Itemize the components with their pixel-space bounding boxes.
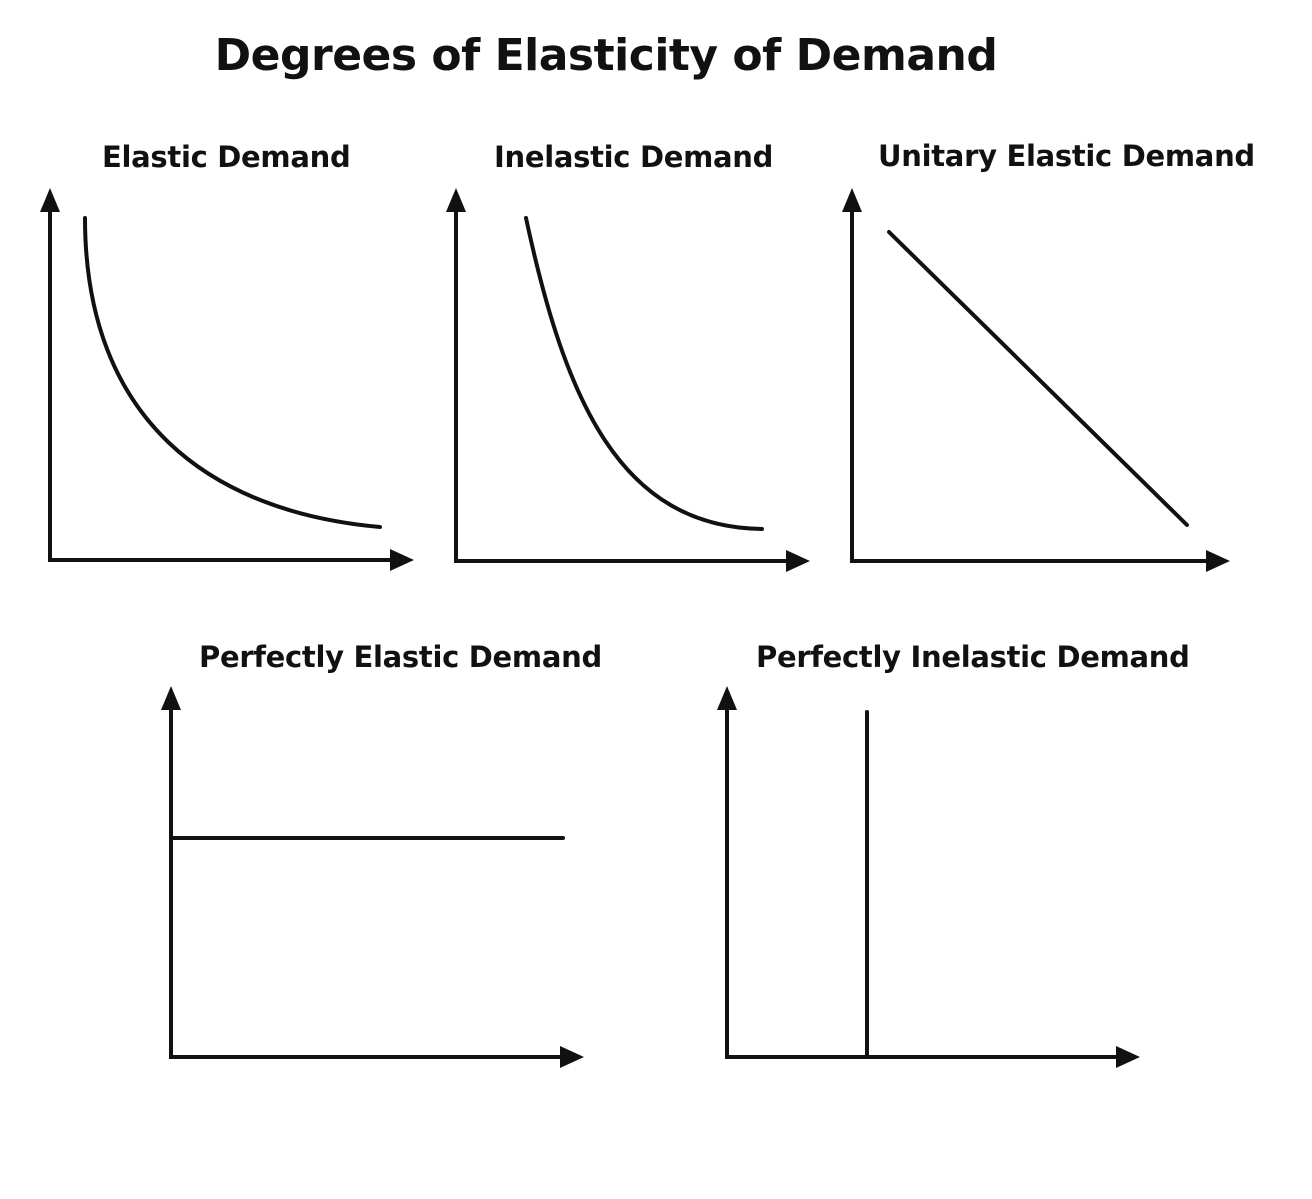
unitary-demand-line	[887, 230, 1189, 527]
x-axis-arrow-icon	[1206, 550, 1230, 572]
axes	[454, 203, 792, 563]
x-axis-arrow-icon	[390, 549, 414, 571]
axes	[725, 703, 1122, 1059]
diagram-title: Degrees of Elasticity of Demand	[214, 30, 998, 81]
panel-title-perfectly-inelastic: Perfectly Inelastic Demand	[756, 640, 1190, 674]
panel-perfectly-elastic	[161, 686, 584, 1068]
elastic-demand-curve	[83, 216, 382, 529]
y-axis-arrow-icon	[717, 686, 737, 710]
y-axis-arrow-icon	[161, 686, 181, 710]
axes	[850, 203, 1212, 563]
axes	[48, 203, 397, 562]
panel-elastic	[40, 188, 414, 571]
x-axis-arrow-icon	[1116, 1046, 1140, 1068]
panel-title-perfectly-elastic: Perfectly Elastic Demand	[199, 640, 602, 674]
panel-inelastic	[446, 188, 810, 572]
inelastic-demand-curve	[524, 216, 764, 531]
y-axis-arrow-icon	[842, 188, 862, 212]
panel-title-inelastic: Inelastic Demand	[494, 140, 774, 174]
x-axis-arrow-icon	[786, 550, 810, 572]
panel-title-unitary: Unitary Elastic Demand	[878, 139, 1255, 173]
panel-perfectly-inelastic	[717, 686, 1140, 1068]
axes	[169, 703, 567, 1059]
y-axis-arrow-icon	[446, 188, 466, 212]
y-axis-arrow-icon	[40, 188, 60, 212]
panel-title-elastic: Elastic Demand	[102, 140, 351, 174]
panel-unitary	[842, 188, 1230, 572]
x-axis-arrow-icon	[560, 1046, 584, 1068]
